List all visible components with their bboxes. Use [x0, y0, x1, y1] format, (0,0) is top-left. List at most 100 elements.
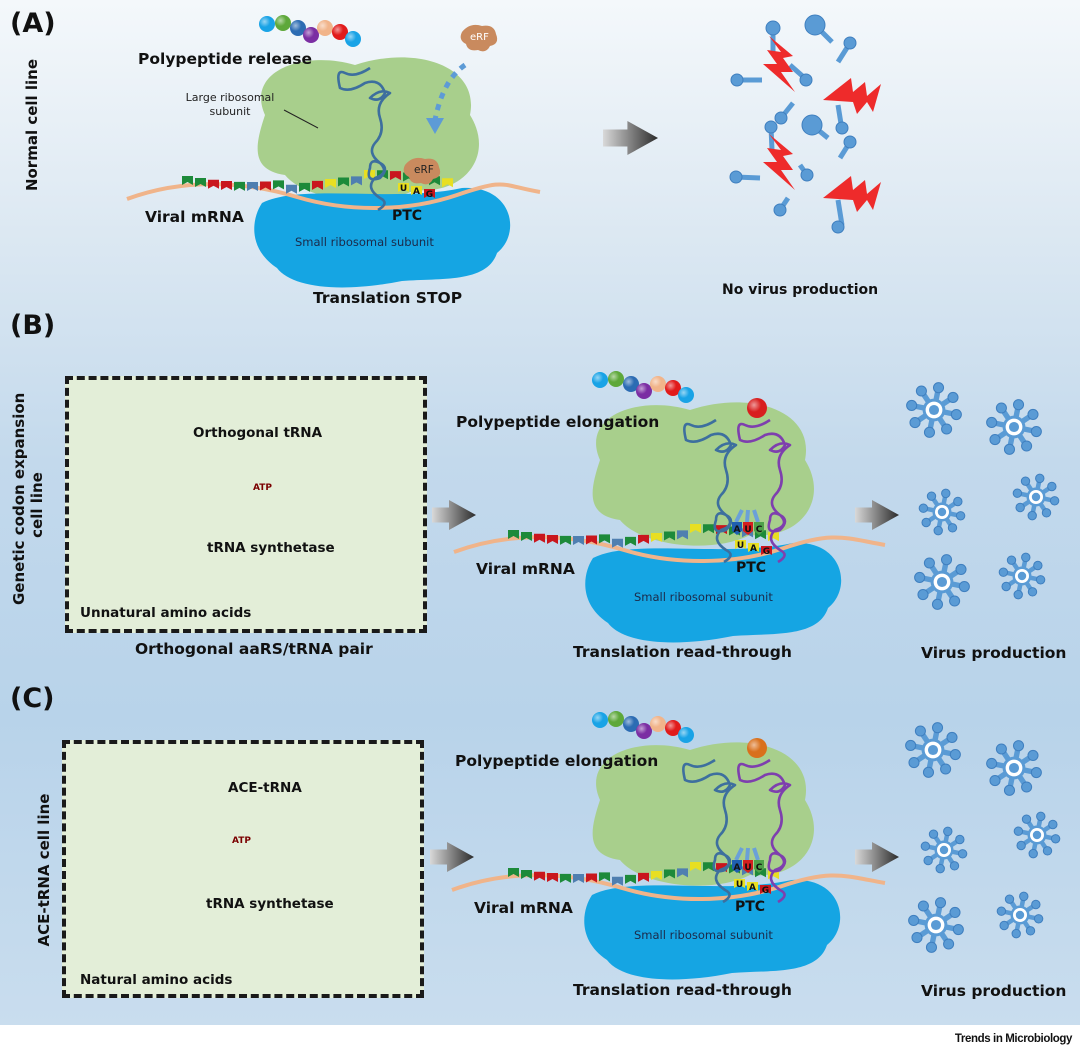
virus-spike-tip — [1041, 508, 1052, 518]
panel-b-mrna-codon — [677, 530, 688, 540]
panel-c-atp-label: ATP — [232, 836, 252, 846]
virus-particle — [986, 740, 1042, 796]
amino-acid-bead-sheen — [290, 20, 306, 36]
virus-spike-tip — [1047, 481, 1057, 492]
panel-b-orthogonal-trna-ribosome — [737, 418, 792, 564]
virus-spike-tip — [1006, 555, 1017, 565]
panel-b-stop-codon-base — [748, 543, 759, 552]
amino-acid-bead-sheen — [303, 27, 319, 43]
panel-b-virus-production-label: Virus production — [921, 644, 1067, 662]
virus-spike-tip — [921, 517, 931, 528]
translation-stop-label: Translation STOP — [313, 289, 463, 307]
virus-spike-tip — [1013, 826, 1024, 836]
stop-codon-letter: A — [413, 187, 420, 197]
virus-spike-tip — [922, 766, 935, 778]
erf-bound-protein — [403, 157, 441, 185]
panel-c-stop-codon-letter: G — [762, 886, 769, 896]
panel-c-stop-codon-base — [734, 879, 745, 888]
virus-spike-tip — [923, 557, 935, 569]
virus-spike-tip — [908, 757, 920, 769]
virus-spike-tip — [940, 554, 953, 566]
virus-spike-tip — [933, 525, 943, 536]
panel-c-diagram: AUCAUCUAGAUC — [103, 711, 1061, 980]
panel-c-mrna-codon — [534, 871, 545, 881]
virus-spike-tip — [1028, 848, 1038, 859]
virus-spike-tip — [931, 722, 944, 734]
panel-b-mrna-codon — [703, 524, 714, 534]
virus-spike-tip — [1012, 740, 1025, 752]
panel-b-transition-arrow-right — [855, 500, 899, 530]
virus-spike-tip — [935, 863, 945, 874]
protein-fragment-head — [843, 135, 857, 149]
viral-protein-fragment — [831, 220, 845, 234]
virus-spike-tip — [923, 855, 933, 866]
viral-protein-fragment — [765, 20, 781, 55]
panel-c-anticodon-ribosome-base — [732, 860, 742, 873]
panel-c-mrna-codon — [638, 872, 649, 882]
virus-spike-tip — [932, 382, 945, 394]
viral-mrna-strand — [126, 182, 541, 210]
mrna-codon — [390, 171, 401, 181]
virus-spike-tip — [1036, 811, 1046, 822]
virus-spike-tip — [1050, 834, 1061, 844]
virus-spike-tip — [1012, 488, 1023, 498]
panel-c-mrna-codon — [664, 869, 675, 879]
amino-acid-bead-sheen — [608, 711, 624, 727]
panel-b-anticodon-ribosome-letter: U — [744, 525, 751, 535]
virus-spike-tip — [1027, 510, 1037, 521]
panel-b-anticodon-ribosome-base — [732, 522, 742, 535]
virus-spike-tip — [926, 491, 937, 501]
panel-b-mrna-codon — [651, 532, 662, 542]
virus-spike-tip — [949, 595, 961, 607]
panel-c-stop-codon-letter: U — [736, 880, 743, 890]
panel-c-mrna-codon — [508, 868, 519, 877]
panel-c-anticodon-ribosome-letter: A — [734, 863, 741, 873]
virus-particle — [1012, 473, 1060, 521]
large-subunit-pointer — [283, 109, 319, 129]
amino-acid-bead-sheen — [623, 716, 639, 732]
panel-c-viral-mrna-strand — [451, 873, 886, 901]
virus-spike-tip — [950, 408, 962, 421]
panel-c-anticodon-ribosome-base — [743, 860, 753, 873]
panel-b-stop-codon-letter: G — [763, 547, 770, 557]
panel-b-anticodon-ribosome-letter: C — [756, 525, 763, 535]
virus-spike-tip — [949, 748, 961, 761]
virus-core — [1008, 762, 1020, 774]
panel-b-mrna-codon — [638, 534, 649, 544]
amino-acid-bead-sheen — [317, 20, 333, 36]
virus-spike-tip — [1033, 560, 1043, 571]
damage-lightning — [763, 36, 795, 92]
panel-b-stop-codon-letter: U — [737, 541, 744, 551]
peptidyl-trna — [337, 66, 392, 212]
viral-protein-fragment — [804, 14, 834, 44]
panel-b-mrna-codon — [625, 536, 636, 546]
virus-spike-tip — [947, 391, 959, 403]
virus-spike-tip — [928, 829, 939, 839]
virus-particle — [905, 722, 961, 778]
panel-b-incoming-amino-acid-sheen — [747, 398, 767, 418]
erf-binding-arrowhead — [426, 118, 444, 134]
unnatural-amino-acids-label: Unnatural amino acids — [80, 605, 252, 621]
virus-spike-tip — [1025, 926, 1036, 936]
erf-free-protein — [460, 24, 498, 52]
stop-codon-base — [411, 186, 422, 195]
panel-c-mrna-codon — [625, 874, 636, 884]
panel-b-side-label-line2: cell line — [28, 472, 46, 538]
protein-fragment-head — [764, 120, 778, 134]
panel-c-mrna-codon — [690, 862, 701, 872]
panel-b-stop-codon-base — [761, 546, 772, 555]
viral-protein-fragment — [774, 101, 795, 125]
virus-particle — [1013, 811, 1061, 859]
viral-protein-fragment — [835, 36, 857, 64]
protein-fragment-head — [730, 73, 744, 87]
erf-free-label: eRF — [470, 32, 489, 43]
protein-fragment-head — [799, 73, 813, 87]
amino-acid-bead-sheen — [345, 31, 361, 47]
virus-spike-tip — [1035, 473, 1045, 484]
virus-spike-tip — [1016, 840, 1026, 851]
panel-c-stop-codon-base — [747, 882, 758, 891]
panel-c-small-subunit-label: Small ribosomal subunit — [634, 928, 773, 942]
virus-spike-tip — [914, 725, 926, 737]
panel-c-label: (C) — [10, 683, 55, 714]
